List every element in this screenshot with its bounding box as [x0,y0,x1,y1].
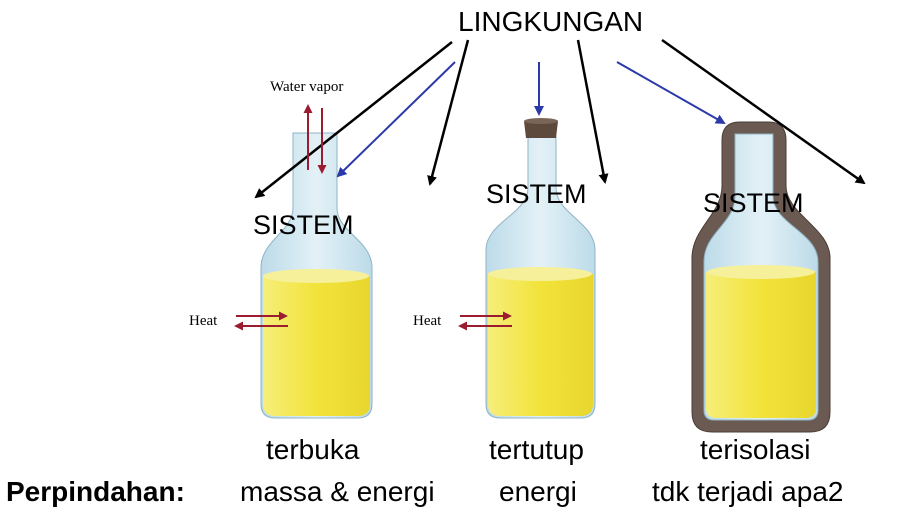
heat-arrows-closed [458,311,512,331]
water-vapor-label: Water vapor [270,79,344,95]
transfer-heading: Perpindahan: [6,476,185,507]
water-vapor-arrows [303,104,327,174]
environment-label: LINGKUNGAN [458,6,644,37]
arrow-to-isolated-shell [616,61,726,124]
heat-label-closed: Heat [413,313,442,329]
arrow-to-open-left [254,41,453,199]
heat-arrows-open [234,311,288,331]
arrow-to-open-right [427,39,470,186]
closed-bottle [485,118,596,419]
heat-label-open: Heat [189,313,218,329]
system-name-isolated: terisolasi [700,434,811,465]
cork [524,121,558,138]
system-label-open: SISTEM [253,210,354,240]
open-bottle-liquid [263,276,370,416]
arrow-to-open-neck [336,61,456,178]
system-label-closed: SISTEM [486,179,587,209]
environment-arrows [254,38,866,199]
system-name-closed: tertutup [489,434,584,465]
transfer-open: massa & energi [240,476,435,507]
arrow-to-closed-right [576,39,609,184]
isolated-bottle [691,121,831,433]
closed-bottle-liquid [488,274,593,416]
arrow-to-isolated-right [661,38,866,185]
isolated-bottle-liquid [706,272,816,418]
system-label-isolated: SISTEM [703,188,804,218]
system-name-open: terbuka [266,434,360,465]
transfer-closed: energi [499,476,577,507]
transfer-isolated: tdk terjadi apa2 [652,476,844,507]
open-bottle [260,132,373,419]
